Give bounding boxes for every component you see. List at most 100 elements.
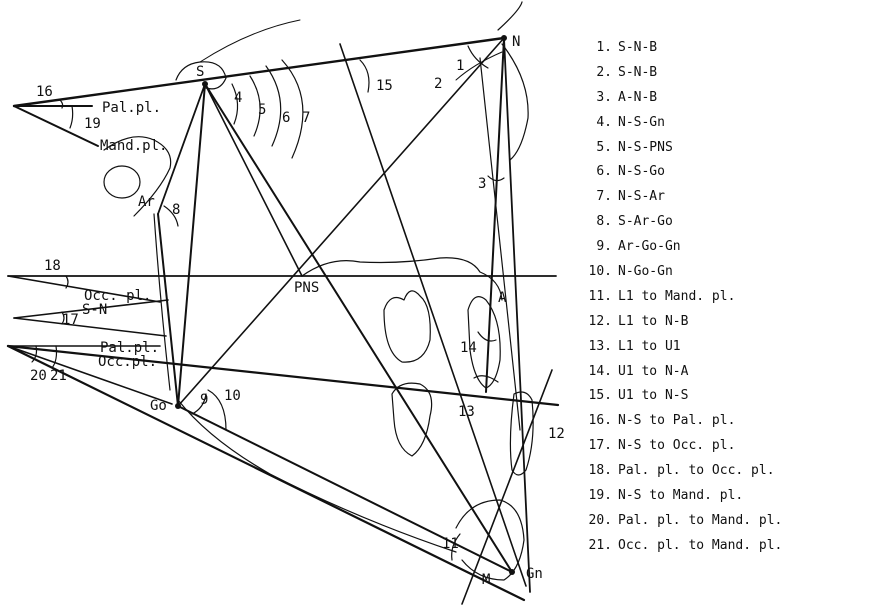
angle-arc-16 [59,99,64,109]
upper-incisor-outline [467,296,501,389]
legend-item-text: N-S-Gn [618,114,665,130]
legend-item: 17.N-S to Occ. pl. [578,434,782,459]
legend-item-number: 11. [588,288,612,304]
angle-arc-7 [281,59,304,159]
legend-item-number: 19. [588,488,612,504]
lower-incisor-outline [509,391,534,476]
angle-number-8: 8 [172,202,180,218]
legend-item-number: 1. [596,40,612,55]
lower-incisor-axis [461,369,553,605]
angle-number-16: 16 [36,84,53,100]
legend-item-text: N-S to Pal. pl. [618,413,736,429]
angle-number-13: 13 [458,404,475,420]
angle-arc-21 [51,345,58,369]
legend-item-text: S-N-B [618,64,658,80]
legend-item: 18.Pal. pl. to Occ. pl. [578,459,782,484]
landmark-pns-label: PNS [294,280,319,296]
ar-go-line [157,213,179,407]
legend-item: 1.S-N-B [578,36,782,61]
legend-item: 3.A-N-B [578,86,782,111]
landmark-go-label: Go [150,398,167,414]
mand-pl-line-19 [13,105,99,147]
legend-item: 15.U1 to N-S [578,384,782,409]
nasal-bone-curve [501,43,529,161]
legend-item-text: Pal. pl. to Mand. pl. [618,512,783,528]
angle-number-3: 3 [478,176,486,192]
legend-item-number: 20. [588,512,612,528]
legend-item-number: 12. [588,313,612,329]
legend-item: 5.N-S-PNS [578,136,782,161]
n-b-line [503,37,531,593]
legend-item: 11.L1 to Mand. pl. [578,285,782,310]
legend-item-number: 10. [588,264,612,280]
occ-pl-label-bottom: Occ.pl. [98,354,157,370]
angle-number-20: 20 [30,368,47,384]
legend-item-text: Pal. pl. to Occ. pl. [618,463,775,479]
landmark-s-label: S [196,64,204,80]
angle-arc-4 [231,83,239,125]
landmark-n-dot [501,35,507,41]
legend-item: 7.N-S-Ar [578,185,782,210]
lower-molar-outline [391,382,433,457]
upper-incisor-axis [339,43,527,587]
landmark-m-label: M [482,572,490,588]
angle-arc-11 [451,533,461,561]
angle-number-4: 4 [234,90,242,106]
angle-arc-3 [487,175,505,182]
occ-pl-line-18 [7,275,161,303]
nasion-forehead-curve [497,1,523,31]
angle-number-6: 6 [282,110,290,126]
angle-number-12: 12 [548,426,565,442]
legend-item-number: 8. [596,214,612,230]
landmark-n-label: N [512,34,520,50]
legend-item: 2. S-N-B [578,61,782,86]
angle-number-11: 11 [442,536,459,552]
legend-item-text: N-S-Go [618,164,665,180]
landmark-ar-label: Ar [138,194,155,210]
s-ray-to-ar [157,83,206,215]
legend-item-text: Ar-Go-Gn [618,239,681,255]
legend-item-number: 7. [596,189,612,205]
angle-number-14: 14 [460,340,477,356]
landmark-gn-label: Gn [526,566,543,582]
n-chin-line [479,57,521,431]
legend-item: 4. N-S-Gn [578,111,782,136]
ramus-posterior-border [153,213,171,391]
orbit-curve [455,51,503,81]
angle-legend: 1.S-N-B 2. S-N-B 3.A-N-B 4. N-S-Gn 5.N-S-P… [578,36,783,559]
legend-item-number: 4. [596,114,612,130]
n-go-line [177,37,505,407]
s-n-line-17 [13,299,169,319]
angle-arc-18 [65,275,69,289]
angle-number-2: 2 [434,76,442,92]
legend-item-number: 2. [596,64,612,80]
angle-number-21: 21 [50,368,67,384]
mand-pl-label-top: Mand.pl. [100,138,167,154]
legend-item-text: Occ. pl. to Mand. pl. [618,537,783,553]
angle-arc-5 [249,75,261,137]
angle-arc-20 [31,345,38,363]
legend-item-number: 9. [596,239,612,255]
angle-number-15: 15 [376,78,393,94]
angle-number-10: 10 [224,388,241,404]
legend-item-text: U1 to N-S [618,388,689,404]
landmark-gn-dot [509,569,515,575]
legend-item-text: N-Go-Gn [618,264,673,280]
s-ray-to-pns [204,83,303,277]
n-a-line [485,37,505,393]
angle-number-18: 18 [44,258,61,274]
legend-item: 14.U1 to N-A [578,360,782,385]
pal-pl-label-bottom: Pal.pl. [100,340,159,356]
legend-item: 21. Occ. pl. to Mand. pl. [578,534,783,559]
sella-turcica-trace [175,61,227,90]
condyle-trace [103,136,172,217]
legend-item: 12.L1 to N-B [578,310,782,335]
legend-item-number: 21. [588,537,612,553]
legend-item-number: 16. [588,413,612,429]
legend-item: 8.S-Ar-Go [578,210,782,235]
s-ray-to-go [177,83,206,407]
occ-pl-line-17 [13,317,167,337]
legend-item: 10. N-Go-Gn [578,260,782,285]
legend-item-number: 14. [588,363,612,379]
